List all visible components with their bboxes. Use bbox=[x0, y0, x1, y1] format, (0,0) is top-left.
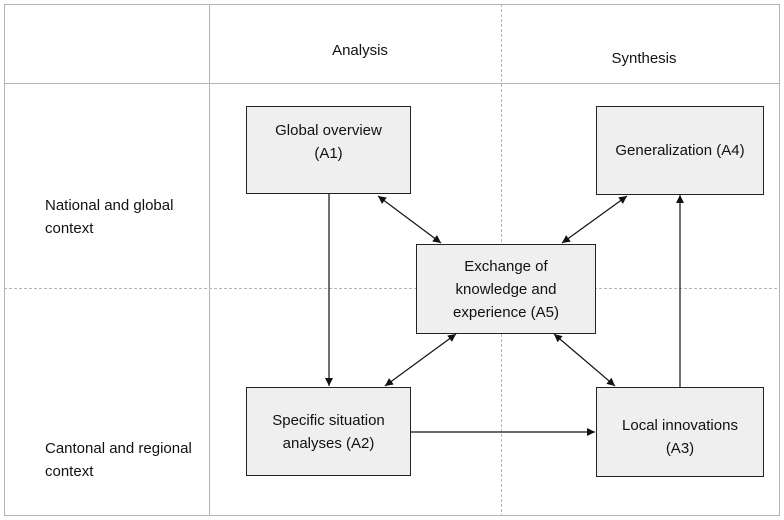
row-label-national-line-1: National and global bbox=[45, 197, 174, 214]
box-a5-line-2: knowledge and bbox=[455, 280, 557, 298]
box-a1-line-2: (A1) bbox=[314, 145, 343, 162]
box-a2-line-1: Specific situation bbox=[272, 411, 385, 429]
arrow-a1-a5 bbox=[377, 195, 442, 244]
box-a4-generalization: Generalization (A4) bbox=[596, 106, 764, 195]
row-label-cantonal: Cantonal and regional context bbox=[45, 437, 210, 483]
box-a3-line-2: (A3) bbox=[665, 440, 695, 457]
box-a5-line-1: Exchange of bbox=[464, 257, 548, 275]
arrow-a5-a2 bbox=[384, 333, 457, 387]
box-a2-specific-situation: Specific situation analyses (A2) bbox=[246, 387, 411, 476]
arrow-a5-a3 bbox=[553, 333, 616, 387]
row-label-cantonal-line-1: Cantonal and regional bbox=[45, 440, 192, 457]
box-a3-local-innovations: Local innovations (A3) bbox=[596, 387, 764, 477]
row-label-cantonal-line-2: context bbox=[45, 463, 94, 480]
arrow-a4-a5 bbox=[561, 195, 628, 244]
box-a5-line-3: experience (A5) bbox=[453, 303, 559, 321]
row-label-national: National and global context bbox=[45, 194, 205, 240]
column-header-analysis: Analysis bbox=[332, 42, 388, 59]
box-a3-line-1: Local innovations bbox=[622, 417, 738, 434]
box-a4-line-1: Generalization (A4) bbox=[615, 142, 745, 159]
box-a5-exchange: Exchange of knowledge and experience (A5… bbox=[416, 244, 596, 334]
box-a1-global-overview: Global overview (A1) bbox=[246, 106, 411, 194]
column-header-synthesis: Synthesis bbox=[611, 50, 677, 67]
box-a2-line-2: analyses (A2) bbox=[282, 434, 375, 452]
box-a1-line-1: Global overview bbox=[275, 122, 382, 139]
row-label-national-line-2: context bbox=[45, 220, 94, 237]
table-outer-border bbox=[4, 4, 780, 516]
